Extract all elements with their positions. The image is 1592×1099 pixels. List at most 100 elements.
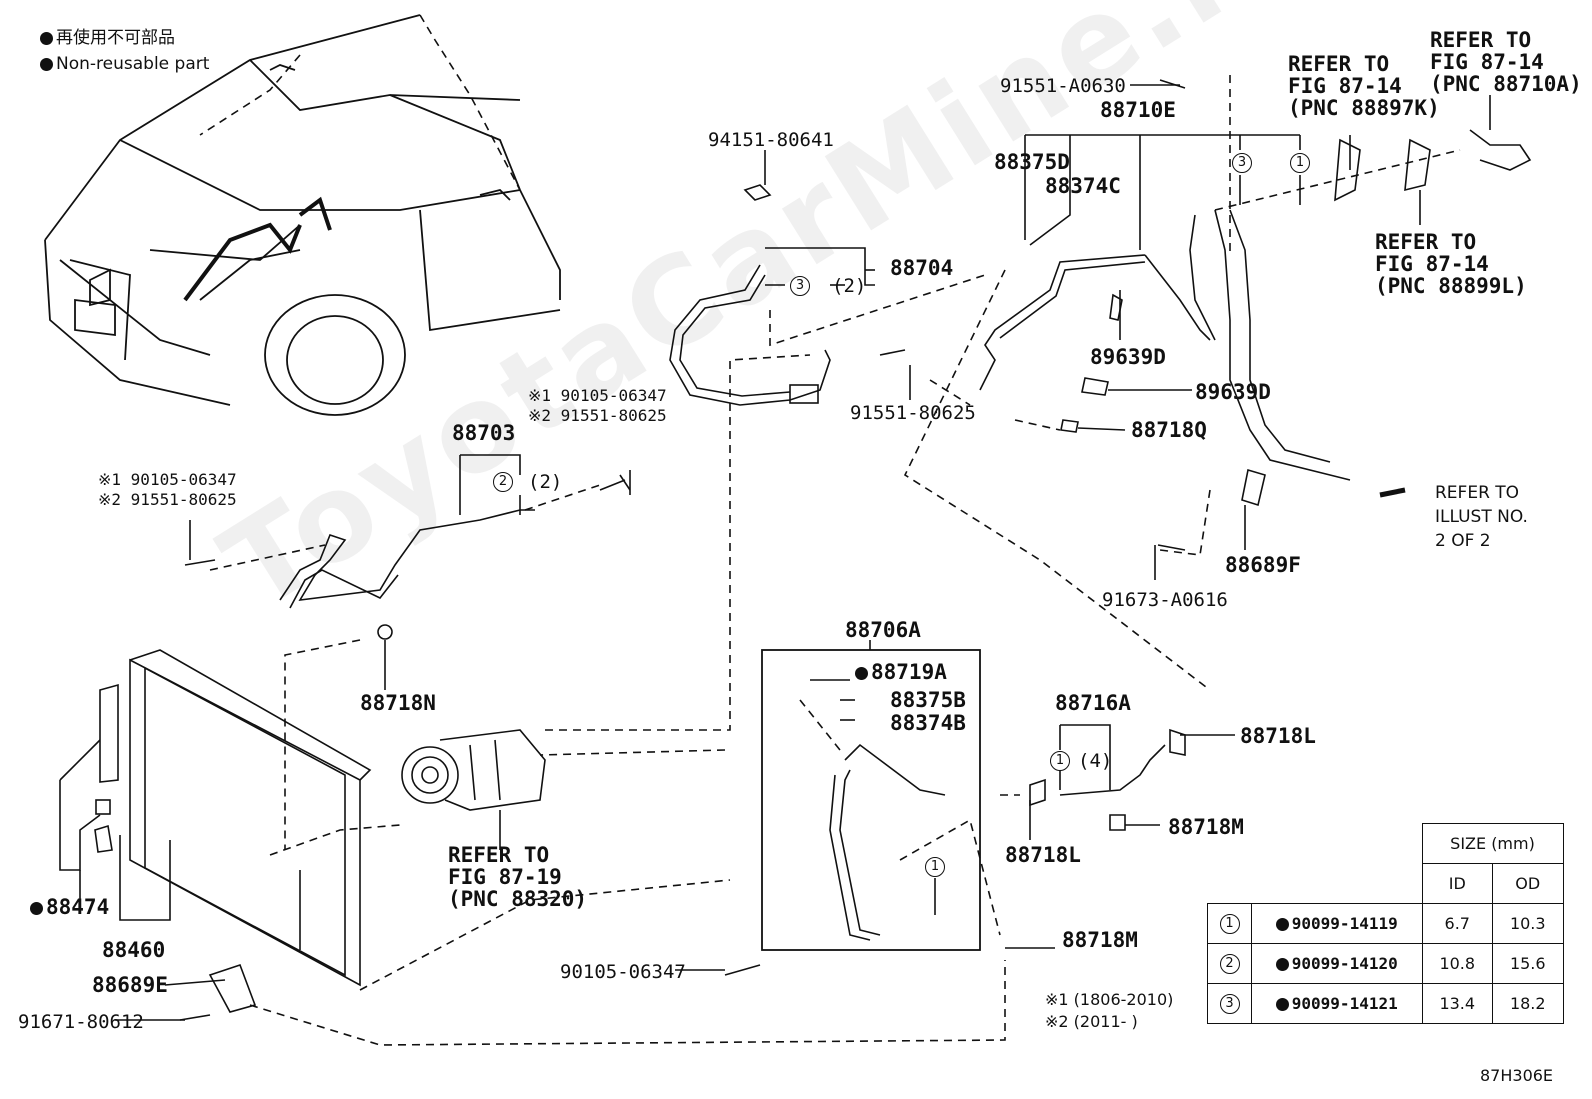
- size-table: SIZE (mm) ID OD 1 90099-14119 6.7 10.3 2…: [1207, 823, 1564, 1024]
- label-88704: 88704: [890, 256, 954, 280]
- refer-88899l-1: REFER TO: [1375, 230, 1477, 254]
- row-od: 15.6: [1492, 943, 1564, 984]
- hose-88703: [279, 509, 535, 640]
- circle-2-icon: 2: [1219, 953, 1240, 974]
- refer-illust-1: REFER TO: [1435, 483, 1520, 503]
- legend-line-jp: 再使用不可部品: [40, 28, 175, 48]
- circle-1-icon: 1: [1219, 913, 1240, 934]
- non-reusable-dot-icon: [30, 901, 43, 915]
- non-reusable-dot-icon: [40, 31, 53, 45]
- car-illustration: [44, 14, 561, 416]
- condenser: [94, 649, 372, 1013]
- label-88710e: 88710E: [1100, 98, 1176, 122]
- size-table-col-id: ID: [1421, 863, 1493, 904]
- label-star1-90105-a: ※1 90105-06347: [528, 386, 667, 405]
- leader-lines: [59, 84, 1491, 1021]
- non-reusable-dot-icon: [1275, 918, 1289, 931]
- circle-1-88706a: 1: [925, 856, 945, 877]
- label-88474-text: 88474: [46, 895, 110, 919]
- qty-88703: (2): [528, 471, 563, 493]
- circle-3-icon: 3: [790, 275, 810, 296]
- refer-88899l-2: FIG 87-14: [1375, 252, 1489, 276]
- label-89639d-b: 89639D: [1195, 380, 1271, 404]
- row-part-number: 90099-14119: [1291, 914, 1398, 933]
- label-90105-06347: 90105-06347: [560, 961, 686, 983]
- figure-code: 87H306E: [1480, 1066, 1554, 1085]
- row-id: 6.7: [1421, 903, 1493, 944]
- label-88718l-a: 88718L: [1240, 724, 1316, 748]
- row-ref: 3: [1207, 983, 1252, 1024]
- legend-en-text: Non-reusable part: [56, 54, 210, 74]
- pipe-88706A: [761, 649, 1186, 951]
- label-88718m-b: 88718M: [1062, 928, 1138, 952]
- label-88718q: 88718Q: [1131, 418, 1207, 442]
- circle-1-top: 1: [1290, 152, 1310, 173]
- label-star1-90105-b: ※1 90105-06347: [98, 470, 237, 489]
- legend-line-en: Non-reusable part: [40, 54, 209, 74]
- label-88460: 88460: [102, 938, 166, 962]
- label-88474: 88474: [30, 895, 110, 919]
- dashed-leaders: [199, 14, 1461, 1046]
- label-89639d-a: 89639D: [1090, 345, 1166, 369]
- row-ref: 2: [1207, 943, 1252, 984]
- label-88374b: 88374B: [890, 711, 966, 735]
- row-part: 90099-14120: [1251, 943, 1423, 984]
- qty-88704: (2): [832, 275, 867, 297]
- non-reusable-dot-icon: [1275, 998, 1289, 1011]
- refer-illust-2: ILLUST NO.: [1435, 507, 1528, 527]
- size-table-col-row: ID OD: [1208, 863, 1564, 904]
- refer-88899l-3: (PNC 88899L): [1375, 274, 1527, 298]
- row-id: 13.4: [1421, 983, 1493, 1024]
- table-row: 2 90099-14120 10.8 15.6: [1207, 943, 1564, 984]
- circle-2-88703: 2: [493, 471, 513, 492]
- compressor: [401, 729, 546, 811]
- label-91671-80612: 91671-80612: [18, 1011, 144, 1033]
- label-88374c: 88374C: [1045, 174, 1121, 198]
- circle-1-icon: 1: [1050, 750, 1070, 771]
- legend-jp-text: 再使用不可部品: [56, 28, 175, 48]
- label-star2-91551-b: ※2 91551-80625: [98, 490, 237, 509]
- table-row: 3 90099-14121 13.4 18.2: [1207, 983, 1564, 1024]
- row-od: 10.3: [1492, 903, 1564, 944]
- refer-illust-3: 2 OF 2: [1435, 531, 1491, 551]
- row-ref: 1: [1207, 903, 1252, 944]
- refer-88320-3: (PNC 88320): [448, 887, 588, 911]
- refer-88710a-1: REFER TO: [1430, 28, 1532, 52]
- label-star2-91551-a: ※2 91551-80625: [528, 406, 667, 425]
- refer-88710a-3: (PNC 88710A): [1430, 72, 1582, 96]
- circle-1-icon: 1: [925, 856, 945, 877]
- circle-3-icon: 3: [1219, 993, 1240, 1014]
- row-od: 18.2: [1492, 983, 1564, 1024]
- label-88703: 88703: [452, 421, 516, 445]
- circle-2-icon: 2: [493, 471, 513, 492]
- qty-88716a: (4): [1078, 750, 1113, 772]
- label-91551-a0630: 91551-A0630: [1000, 75, 1126, 97]
- row-part: 90099-14119: [1251, 903, 1423, 944]
- size-table-col-od: OD: [1492, 863, 1564, 904]
- refer-88320-1: REFER TO: [448, 843, 550, 867]
- circle-3-icon: 3: [1232, 152, 1252, 173]
- hose-88704: [669, 184, 831, 406]
- size-table-header-row: SIZE (mm): [1208, 823, 1564, 864]
- refer-88897k-3: (PNC 88897K): [1288, 96, 1440, 120]
- label-88718l-b: 88718L: [1005, 843, 1081, 867]
- row-part-number: 90099-14121: [1291, 994, 1398, 1013]
- label-88706a: 88706A: [845, 618, 921, 642]
- row-id: 10.8: [1421, 943, 1493, 984]
- refer-88897k-1: REFER TO: [1288, 52, 1390, 76]
- label-88689e: 88689E: [92, 973, 168, 997]
- non-reusable-dot-icon: [1275, 958, 1289, 971]
- non-reusable-dot-icon: [40, 57, 53, 71]
- circle-1-icon: 1: [1290, 152, 1310, 173]
- circle-1-88716a: 1: [1050, 750, 1070, 771]
- refer-88320-2: FIG 87-19: [448, 865, 562, 889]
- label-88718m-a: 88718M: [1168, 815, 1244, 839]
- label-88375b: 88375B: [890, 688, 966, 712]
- size-table-title: SIZE (mm): [1421, 823, 1564, 864]
- label-91673-a0616: 91673-A0616: [1102, 589, 1228, 611]
- non-reusable-dot-icon: [855, 666, 868, 680]
- label-88716a: 88716A: [1055, 691, 1131, 715]
- row-part-number: 90099-14120: [1291, 954, 1398, 973]
